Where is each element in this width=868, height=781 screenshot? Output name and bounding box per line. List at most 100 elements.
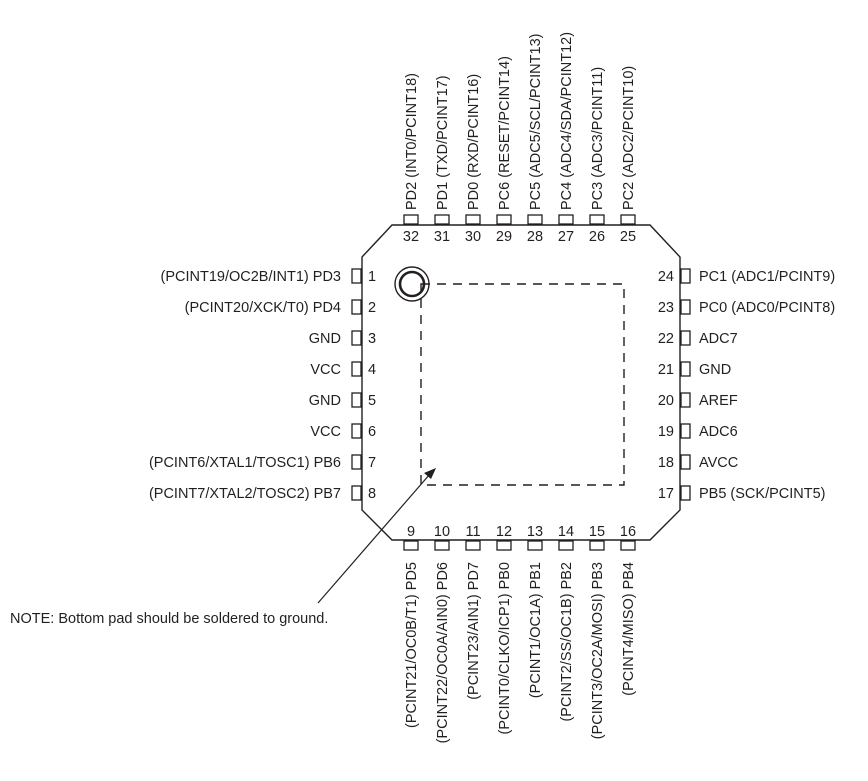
pin-pad <box>496 540 512 551</box>
pin-number: 1 <box>368 269 376 285</box>
pin-pad <box>680 268 691 284</box>
pin-6: 6 VCC <box>310 423 376 440</box>
pin-label: GND <box>309 331 341 347</box>
pin-pad <box>527 540 543 551</box>
pin-number: 13 <box>527 524 543 540</box>
note-leader-line <box>317 473 431 604</box>
pin-pad <box>589 540 605 551</box>
pin-label: AREF <box>699 393 738 409</box>
pin-label: PC1 (ADC1/PCINT9) <box>699 269 835 285</box>
pin-number: 19 <box>658 424 674 440</box>
pin-pad <box>680 392 691 408</box>
pin-number: 3 <box>368 331 376 347</box>
pin-pad <box>680 330 691 346</box>
pin-pad <box>465 540 481 551</box>
pin-pad <box>680 485 691 501</box>
pin-label: PC6 (RESET/PCINT14) <box>497 56 513 210</box>
pin-pad <box>351 392 362 408</box>
pin-29: 29 PC6 (RESET/PCINT14) <box>496 56 513 245</box>
pin-label: PC4 (ADC4/SDA/PCINT12) <box>559 32 575 210</box>
pin-number: 26 <box>589 229 605 245</box>
pin-number: 9 <box>407 524 415 540</box>
pin-label: ADC7 <box>699 331 738 347</box>
pin-number: 12 <box>496 524 512 540</box>
pin-pad <box>496 214 512 225</box>
pin-number: 17 <box>658 486 674 502</box>
note-text: NOTE: Bottom pad should be soldered to g… <box>10 611 328 627</box>
pin-pad <box>620 214 636 225</box>
pin-2: 2 (PCINT20/XCK/T0) PD4 <box>185 299 376 316</box>
pin-10: 10 (PCINT22/OC0A/AIN0) PD6 <box>434 524 451 743</box>
pin-label: (PCINT21/OC0B/T1) PD5 <box>404 562 420 728</box>
pin1-marker-outer <box>394 266 430 302</box>
pin-label: VCC <box>310 424 341 440</box>
package-body <box>361 224 681 541</box>
pin-number: 6 <box>368 424 376 440</box>
pin-1: 1 (PCINT19/OC2B/INT1) PD3 <box>161 268 376 285</box>
pin-label: (PCINT22/OC0A/AIN0) PD6 <box>435 562 451 743</box>
pin-number: 31 <box>434 229 450 245</box>
pin-number: 18 <box>658 455 674 471</box>
pin-pad <box>403 214 419 225</box>
pin-label: (PCINT3/OC2A/MOSI) PB3 <box>590 562 606 739</box>
pin-number: 16 <box>620 524 636 540</box>
pin-number: 27 <box>558 229 574 245</box>
pin-pad <box>351 423 362 439</box>
pin-pad <box>680 454 691 470</box>
pin-pad <box>351 361 362 377</box>
pin-label: (PCINT2/SS/OC1B) PB2 <box>559 562 575 722</box>
pins-bottom-side: 9 (PCINT21/OC0B/T1) PD5 10 (PCINT22/OC0A/AI… <box>403 524 637 743</box>
pin-label: (PCINT19/OC2B/INT1) PD3 <box>161 269 342 285</box>
pin-3: 3 GND <box>309 330 376 347</box>
pin-label: ADC6 <box>699 424 738 440</box>
pin-pad <box>527 214 543 225</box>
pin-13: 13(PCINT1/OC1A) PB1 <box>527 524 544 698</box>
pin-pad <box>680 423 691 439</box>
pin-label: PC5 (ADC5/SCL/PCINT13) <box>528 34 544 210</box>
pin-label: PB5 (SCK/PCINT5) <box>699 486 826 502</box>
pin-label: AVCC <box>699 455 738 471</box>
pin-number: 24 <box>658 269 674 285</box>
pin-label: (PCINT20/XCK/T0) PD4 <box>185 300 341 316</box>
pin-pad <box>434 214 450 225</box>
pin-19: 19 ADC6 <box>658 423 738 440</box>
pin-number: 2 <box>368 300 376 316</box>
pin-number: 10 <box>434 524 450 540</box>
pin-8: 8(PCINT7/XTAL2/TOSC2) PB7 <box>149 485 376 502</box>
pin-5: 5 GND <box>309 392 376 409</box>
pin-7: 7(PCINT6/XTAL1/TOSC1) PB6 <box>149 454 376 471</box>
pin-pad <box>620 540 636 551</box>
pin-label: PD0 (RXD/PCINT16) <box>466 74 482 210</box>
pin-pad <box>558 540 574 551</box>
pin-pad <box>403 540 419 551</box>
pin-label: PC2 (ADC2/PCINT10) <box>621 66 637 210</box>
pin-number: 25 <box>620 229 636 245</box>
pin-pad <box>465 214 481 225</box>
pin-label: GND <box>309 393 341 409</box>
pin-9: 9 (PCINT21/OC0B/T1) PD5 <box>403 524 420 728</box>
pin-pad <box>680 361 691 377</box>
pin-number: 14 <box>558 524 574 540</box>
pin-pad <box>351 454 362 470</box>
pin-number: 4 <box>368 362 376 378</box>
pin-pad <box>351 299 362 315</box>
pin-pad <box>351 485 362 501</box>
pin-17: 17 PB5 (SCK/PCINT5) <box>658 485 826 502</box>
pin-number: 15 <box>589 524 605 540</box>
pin-label: (PCINT4/MISO) PB4 <box>621 562 637 696</box>
pin-14: 14 (PCINT2/SS/OC1B) PB2 <box>558 524 575 722</box>
pin-number: 5 <box>368 393 376 409</box>
pin-number: 30 <box>465 229 481 245</box>
pin-15: 15 (PCINT3/OC2A/MOSI) PB3 <box>589 524 606 739</box>
pin-number: 29 <box>496 229 512 245</box>
pin-16: 16 (PCINT4/MISO) PB4 <box>620 524 637 696</box>
